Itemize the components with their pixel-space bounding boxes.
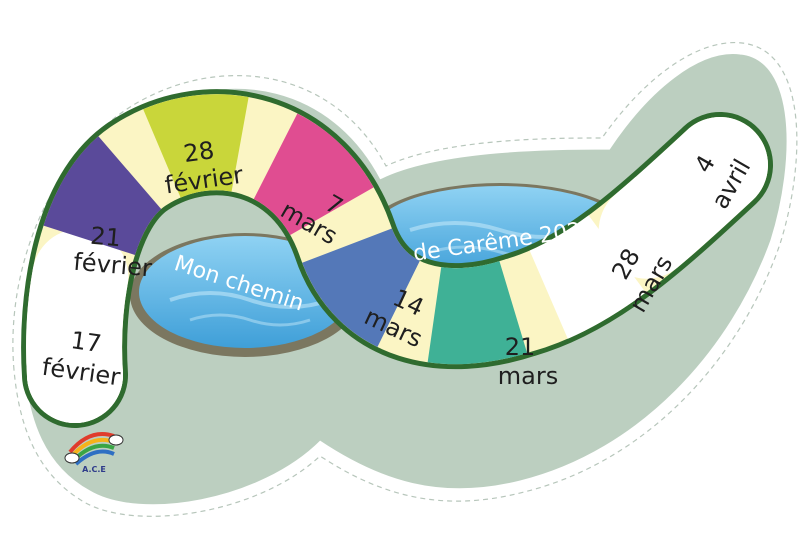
space-21-fevrier: 21 février	[72, 222, 153, 283]
board-space	[26, 94, 753, 379]
space-month: février	[72, 248, 153, 283]
space-day: 21	[505, 333, 536, 361]
space-month: mars	[498, 362, 558, 390]
space-day: 17	[69, 326, 103, 358]
space-21-mars: 21 mars	[498, 333, 558, 390]
rainbow-hands-icon	[64, 432, 124, 466]
ace-logo-text: A.C.E	[82, 465, 106, 474]
space-day: 21	[89, 222, 122, 253]
game-path	[74, 142, 720, 375]
ace-logo: A.C.E	[64, 432, 124, 474]
board-space	[26, 94, 753, 379]
space-day: 28	[182, 136, 216, 168]
